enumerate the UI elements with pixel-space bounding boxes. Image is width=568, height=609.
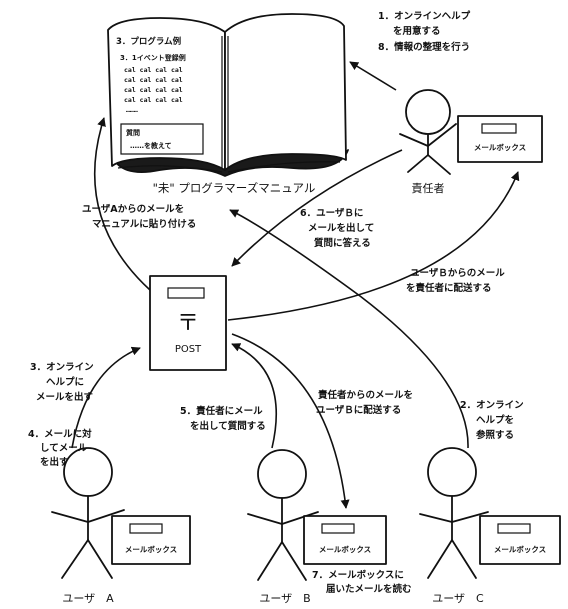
step1-label-cont: を用意する <box>393 25 441 37</box>
step4-label: 4．メールに対 <box>28 428 92 440</box>
step7-label-cont: 届いたメールを読む <box>326 583 412 595</box>
user-a-name: ユーザ A <box>62 592 114 605</box>
step6-label-cont: メールを出して <box>308 222 374 234</box>
step6-label-cont2: 質問に答える <box>314 237 371 249</box>
mailbox-label: メールボックス <box>319 544 371 554</box>
step2-label-cont: ヘルプを <box>476 414 514 426</box>
arrow-userb-to-post <box>231 343 278 449</box>
step2-label: 2．オンライン <box>460 400 524 411</box>
arrow-responsible-to-post <box>231 149 403 267</box>
arrow-post-to-manual <box>93 117 151 291</box>
post-box: 〒 POST <box>149 275 227 371</box>
program-example-subtitle: 3．1イベント登録例 <box>120 53 186 62</box>
mailbox-label: メールボックス <box>474 142 526 152</box>
step1-label: 1．オンラインヘルプ <box>378 10 471 22</box>
user-a-mailbox: メールボックス <box>111 515 191 565</box>
responsible-person-figure <box>399 89 457 175</box>
step3-label: 3．オンライン <box>30 362 94 373</box>
user-c-figure <box>419 447 489 579</box>
code-line: cal cal cal cal <box>124 86 183 94</box>
step3-label-cont: ヘルプに <box>46 376 84 388</box>
postal-mark-icon: 〒 <box>177 311 199 336</box>
step2-label-cont2: 参照する <box>475 429 514 441</box>
arrow-responsible-to-manual <box>349 61 397 91</box>
question-label: 質問 <box>126 128 140 137</box>
code-ellipsis: ……… <box>126 106 138 114</box>
program-example-title: 3．プログラム例 <box>116 36 182 47</box>
post-label: POST <box>175 344 202 355</box>
forward-to-userb-label: 責任者からのメールを <box>317 389 413 401</box>
user-a-mail-label: ユーザAからのメールを <box>82 204 184 215</box>
user-c-name: ユーザ C <box>432 592 484 605</box>
step4-label-cont2: を出す <box>40 456 69 468</box>
code-line: cal cal cal cal <box>124 66 183 74</box>
step6-label: 6．ユーザＢに <box>300 208 363 219</box>
forward-to-responsible-label: ユーザＢからのメール <box>410 268 505 279</box>
forward-to-responsible-label-cont: を責任者に配送する <box>406 282 492 294</box>
question-text: ……を教えて <box>130 141 172 150</box>
code-line: cal cal cal cal <box>124 76 183 84</box>
mailbox-label: メールボックス <box>494 544 546 554</box>
responsible-name: 責任者 <box>412 181 445 195</box>
user-c-mailbox: メールボックス <box>479 515 561 565</box>
arrow-userc-to-manual <box>229 209 469 449</box>
mailbox-label: メールボックス <box>125 544 177 554</box>
step7-label: 7．メールボックスに <box>312 569 404 581</box>
manual-title: "未" プログラマーズマニュアル <box>153 181 316 195</box>
forward-to-userb-label-cont: ユーザＢに配送する <box>316 404 401 416</box>
code-line: cal cal cal cal <box>124 96 183 104</box>
arrow-post-to-userb-mailbox <box>231 333 350 509</box>
step4-label-cont: してメール <box>40 443 88 454</box>
step5-label: 5．責任者にメール <box>180 405 263 417</box>
user-b-mailbox: メールボックス <box>303 515 387 565</box>
arrow-post-to-responsible-mailbox <box>227 171 520 321</box>
responsible-mailbox: メールボックス <box>457 115 543 163</box>
step3-label-cont2: メールを出す <box>36 391 94 403</box>
user-a-mail-label-cont: マニュアルに貼り付ける <box>92 218 196 230</box>
question-box <box>120 123 204 155</box>
user-a-figure <box>51 447 125 579</box>
step8-label: 8．情報の整理を行う <box>378 41 470 53</box>
arrow-usera-to-post <box>71 346 141 449</box>
manual-book: 3．プログラム例 3．1イベント登録例 cal cal cal cal cal … <box>107 13 349 177</box>
step5-label-cont: を出して質問する <box>190 420 266 432</box>
user-b-name: ユーザ B <box>259 592 310 605</box>
